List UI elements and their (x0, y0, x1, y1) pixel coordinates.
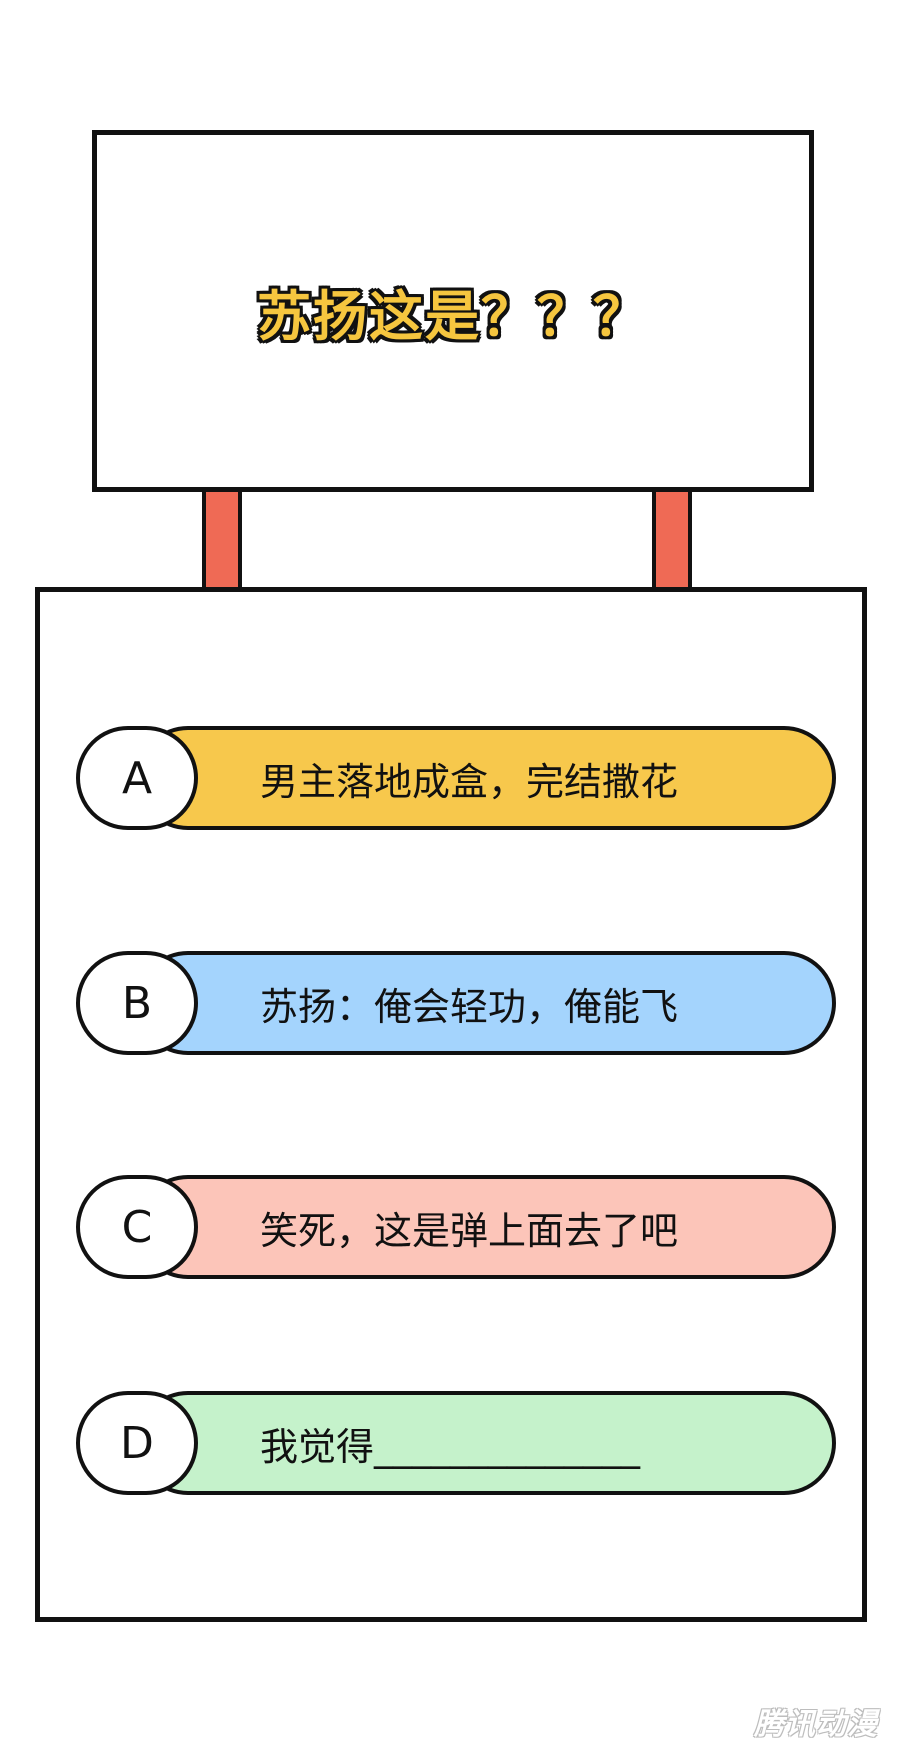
option-b-bar[interactable]: 苏扬：俺会轻功，俺能飞 (136, 951, 836, 1055)
watermark-logo: 腾讯动漫 (754, 1707, 878, 1742)
option-d-bar[interactable]: 我觉得______________ (136, 1391, 836, 1495)
option-b-badge[interactable]: B (76, 951, 198, 1055)
sign-post-left (202, 492, 242, 589)
option-c-text: 笑死，这是弹上面去了吧 (260, 1208, 679, 1253)
answer-board: 男主落地成盒，完结撒花 A 苏扬：俺会轻功，俺能飞 B 笑死，这是弹上面去了吧 … (35, 587, 867, 1622)
option-b[interactable]: 苏扬：俺会轻功，俺能飞 B (76, 951, 836, 1055)
option-c[interactable]: 笑死，这是弹上面去了吧 C (76, 1175, 836, 1279)
option-c-letter: C (121, 1201, 153, 1253)
option-d-text: 我觉得______________ (260, 1424, 641, 1469)
option-c-badge[interactable]: C (76, 1175, 198, 1279)
option-b-text: 苏扬：俺会轻功，俺能飞 (260, 984, 679, 1029)
option-d-badge[interactable]: D (76, 1391, 198, 1495)
question-sign: 苏扬这是？？？ (92, 130, 814, 492)
option-d[interactable]: 我觉得______________ D (76, 1391, 836, 1495)
option-d-letter: D (120, 1417, 154, 1469)
option-a-text: 男主落地成盒，完结撒花 (260, 759, 679, 804)
option-a-bar[interactable]: 男主落地成盒，完结撒花 (136, 726, 836, 830)
option-a-letter: A (121, 752, 153, 804)
option-a-badge[interactable]: A (76, 726, 198, 830)
option-b-letter: B (121, 977, 153, 1029)
question-title: 苏扬这是？？？ (257, 284, 649, 348)
sign-post-right (652, 492, 692, 589)
option-c-bar[interactable]: 笑死，这是弹上面去了吧 (136, 1175, 836, 1279)
option-a[interactable]: 男主落地成盒，完结撒花 A (76, 726, 836, 830)
